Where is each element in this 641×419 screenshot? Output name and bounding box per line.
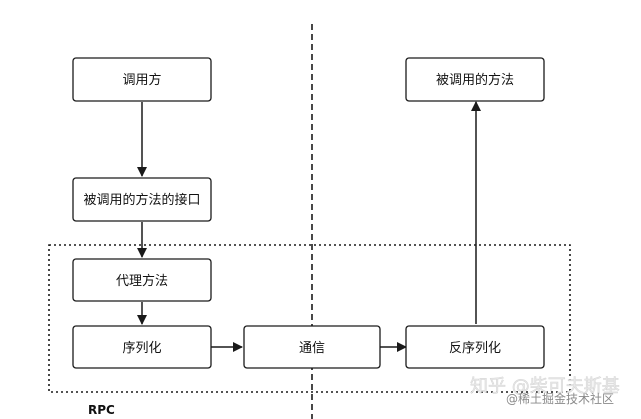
node-interface-label: 被调用的方法的接口 bbox=[83, 192, 200, 208]
node-deserialize: 反序列化 bbox=[405, 325, 545, 369]
node-callee: 被调用的方法 bbox=[405, 57, 545, 102]
node-communication-label: 通信 bbox=[299, 341, 325, 356]
node-caller-label: 调用方 bbox=[122, 72, 161, 88]
node-proxy-label: 代理方法 bbox=[116, 273, 168, 289]
node-serialize: 序列化 bbox=[72, 325, 212, 369]
node-interface: 被调用的方法的接口 bbox=[72, 177, 212, 222]
node-serialize-label: 序列化 bbox=[122, 341, 161, 356]
node-communication: 通信 bbox=[243, 325, 381, 369]
rpc-group-label: RPC bbox=[88, 403, 115, 417]
watermark-juejin: @稀土掘金技术社区 bbox=[506, 391, 614, 406]
rpc-boundary bbox=[48, 244, 571, 393]
watermark-zhihu: 知乎 @柴可夫斯基 bbox=[470, 376, 620, 397]
node-proxy: 代理方法 bbox=[72, 258, 212, 302]
node-callee-label: 被调用的方法 bbox=[436, 72, 514, 88]
node-caller: 调用方 bbox=[72, 57, 212, 102]
node-deserialize-label: 反序列化 bbox=[449, 341, 501, 356]
